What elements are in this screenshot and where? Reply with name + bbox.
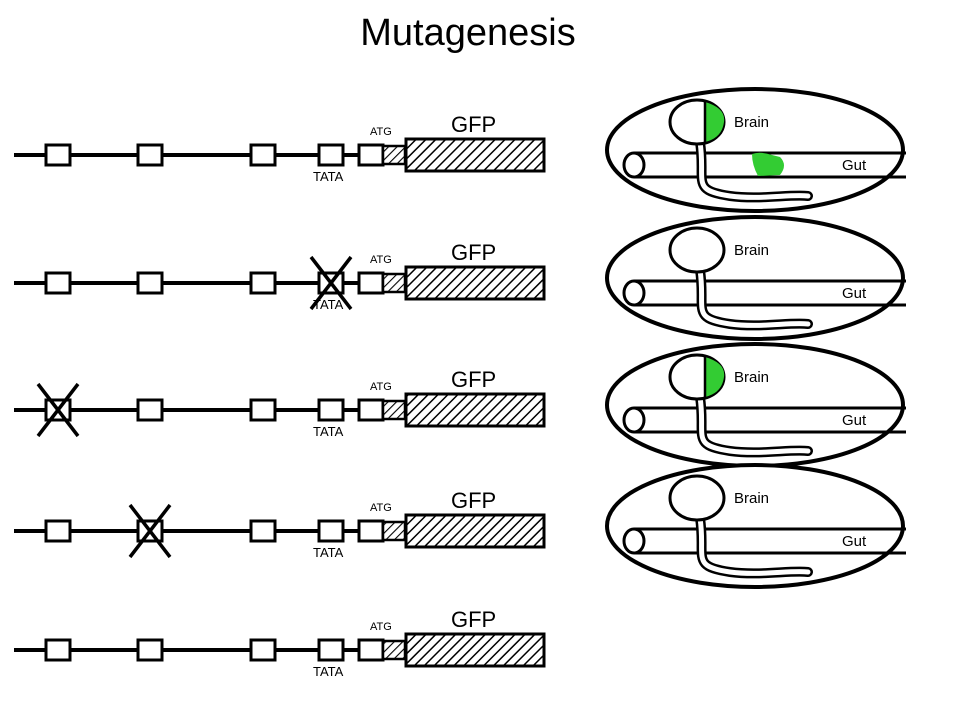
regulatory-element-box bbox=[136, 271, 164, 295]
atg-box bbox=[381, 639, 407, 661]
gut-tube bbox=[634, 527, 906, 555]
gut-tube bbox=[634, 151, 906, 179]
tata-box bbox=[317, 519, 345, 543]
tata-label: TATA bbox=[313, 545, 344, 560]
tata-label: TATA bbox=[313, 297, 344, 312]
gfp-label: GFP bbox=[451, 240, 496, 265]
page-title: Mutagenesis bbox=[360, 12, 575, 54]
tata-box bbox=[317, 398, 345, 422]
nerve-cord bbox=[697, 394, 811, 455]
regulatory-element-box bbox=[136, 143, 164, 167]
gut-label: Gut bbox=[842, 412, 867, 429]
atg-box bbox=[381, 399, 407, 421]
gfp-label: GFP bbox=[451, 488, 496, 513]
gut-label: Gut bbox=[842, 285, 867, 302]
gut-end bbox=[622, 527, 646, 555]
regulatory-element-box bbox=[249, 638, 277, 662]
regulatory-element-box bbox=[249, 271, 277, 295]
regulatory-element-box bbox=[44, 519, 72, 543]
construct-row: GFP ATG TATA bbox=[14, 607, 546, 679]
gfp-box bbox=[404, 632, 546, 668]
gfp-box bbox=[404, 513, 546, 549]
gut-tube bbox=[634, 406, 906, 434]
tata-label: TATA bbox=[313, 169, 344, 184]
gfp-label: GFP bbox=[451, 112, 496, 137]
regulatory-element-box bbox=[249, 398, 277, 422]
regulatory-element-box bbox=[136, 638, 164, 662]
brain-label: Brain bbox=[734, 369, 769, 386]
atg-box bbox=[381, 520, 407, 542]
gfp-label: GFP bbox=[451, 367, 496, 392]
gut-label: Gut bbox=[842, 157, 867, 174]
gut-label: Gut bbox=[842, 533, 867, 550]
mutation-cross-icon bbox=[128, 503, 172, 559]
promoter-box bbox=[357, 271, 385, 295]
gfp-box bbox=[404, 137, 546, 173]
promoter-box bbox=[357, 398, 385, 422]
gfp-label: GFP bbox=[451, 607, 496, 632]
brain-lobe bbox=[668, 226, 726, 274]
brain-label: Brain bbox=[734, 490, 769, 507]
regulatory-element-box bbox=[249, 519, 277, 543]
promoter-box bbox=[357, 638, 385, 662]
gut-end bbox=[622, 151, 646, 179]
atg-label: ATG bbox=[370, 621, 392, 633]
gfp-box bbox=[404, 265, 546, 301]
nerve-cord bbox=[697, 139, 811, 200]
atg-box bbox=[381, 272, 407, 294]
mutation-cross-icon bbox=[36, 382, 80, 438]
brain-lobe bbox=[668, 474, 726, 522]
regulatory-element-box bbox=[44, 143, 72, 167]
promoter-box bbox=[357, 519, 385, 543]
mutation-cross-icon bbox=[309, 255, 353, 311]
nerve-cord bbox=[697, 515, 811, 576]
regulatory-element-box bbox=[249, 143, 277, 167]
atg-label: ATG bbox=[370, 381, 392, 393]
gut-end bbox=[622, 279, 646, 307]
atg-label: ATG bbox=[370, 502, 392, 514]
construct-rows: GFPATGTATABrainGutGFPATGTATABrainGutGFPA… bbox=[14, 87, 906, 679]
gut-gfp-signal bbox=[752, 152, 784, 176]
tata-box bbox=[317, 143, 345, 167]
tata-label: TATA bbox=[313, 664, 344, 679]
gfp-box bbox=[404, 392, 546, 428]
brain-label: Brain bbox=[734, 114, 769, 131]
brain-label: Brain bbox=[734, 242, 769, 259]
regulatory-element-box bbox=[44, 638, 72, 662]
brain-gfp-signal bbox=[705, 357, 725, 397]
atg-label: ATG bbox=[370, 126, 392, 138]
regulatory-element-box bbox=[136, 398, 164, 422]
tata-box bbox=[317, 638, 345, 662]
tata-label: TATA bbox=[313, 424, 344, 439]
nerve-cord bbox=[697, 267, 811, 328]
gut-end bbox=[622, 406, 646, 434]
atg-box bbox=[381, 144, 407, 166]
promoter-box bbox=[357, 143, 385, 167]
gut-tube bbox=[634, 279, 906, 307]
brain-gfp-signal bbox=[705, 102, 725, 142]
atg-label: ATG bbox=[370, 254, 392, 266]
regulatory-element-box bbox=[44, 271, 72, 295]
